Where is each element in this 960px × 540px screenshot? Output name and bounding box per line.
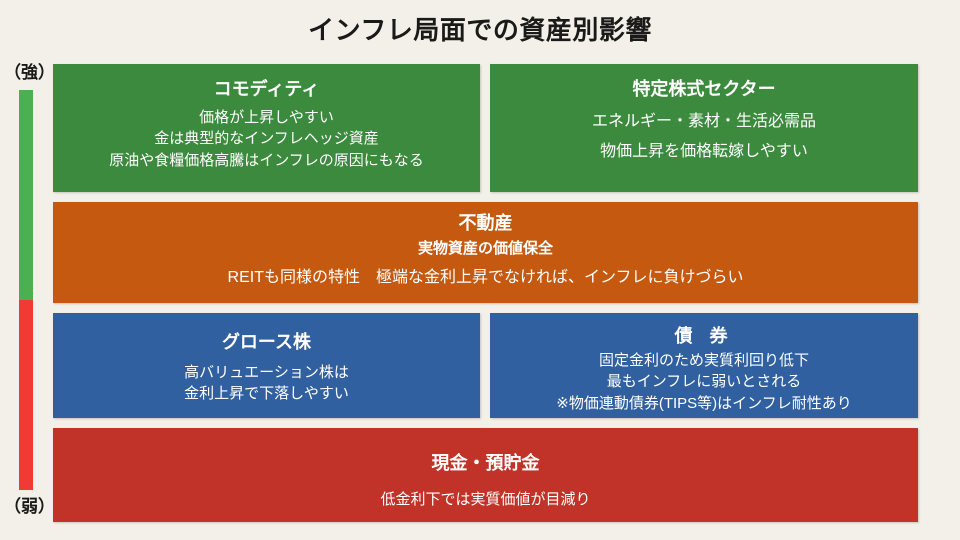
asset-card-bonds[interactable]: 債 券 固定金利のため実質利回り低下 最もインフレに弱いとされる ※物価連動債券… xyxy=(490,313,918,418)
gauge-bar xyxy=(19,90,33,490)
asset-card-line: REITも同様の特性 極端な金利上昇でなければ、インフレに負けづらい xyxy=(227,269,744,286)
asset-card-cash[interactable]: 現金・預貯金 低金利下では実質価値が目減り xyxy=(53,428,918,522)
asset-card-line: 最もインフレに弱いとされる xyxy=(606,373,802,391)
asset-card-body: 価格が上昇しやすい 金は典型的なインフレヘッジ資産 原油や食糧価格高騰はインフレ… xyxy=(63,107,470,172)
asset-card-real-estate[interactable]: 不動産 実物資産の価値保全 REITも同様の特性 極端な金利上昇でなければ、イン… xyxy=(53,202,918,303)
gauge-segment-weak xyxy=(19,300,33,490)
asset-card-subtitle: 実物資産の価値保全 xyxy=(417,239,553,257)
asset-card-body: エネルギー・素材・生活必需品 物価上昇を価格転嫁しやすい xyxy=(500,107,908,168)
page-title: インフレ局面での資産別影響 xyxy=(308,15,652,45)
asset-card-title: 不動産 xyxy=(458,213,513,233)
gauge-segment-strong xyxy=(19,90,33,300)
asset-card-equity-sector[interactable]: 特定株式セクター エネルギー・素材・生活必需品 物価上昇を価格転嫁しやすい xyxy=(490,64,918,192)
asset-card-line: 原油や食糧価格高騰はインフレの原因にもなる xyxy=(109,152,424,169)
asset-card-body: 低金利下では実質価値が目減り xyxy=(63,489,908,511)
asset-card-line: 高バリュエーション株は xyxy=(184,363,349,381)
asset-card-title: 債 券 xyxy=(674,326,734,346)
gauge-label-weak: （弱） xyxy=(4,497,55,516)
asset-card-line: 固定金利のため実質利回り低下 xyxy=(598,351,809,369)
asset-card-line: 金利上昇で下落しやすい xyxy=(184,385,349,403)
asset-card-line: 価格が上昇しやすい xyxy=(199,108,334,126)
asset-card-body: 高バリュエーション株は 金利上昇で下落しやすい xyxy=(63,362,470,406)
asset-card-commodity[interactable]: コモディティ 価格が上昇しやすい 金は典型的なインフレヘッジ資産 原油や食糧価格… xyxy=(53,64,480,192)
asset-card-line: 金は典型的なインフレヘッジ資産 xyxy=(154,130,379,148)
asset-card-growth-stocks[interactable]: グロース株 高バリュエーション株は 金利上昇で下落しやすい xyxy=(53,313,480,418)
asset-card-body: REITも同様の特性 極端な金利上昇でなければ、インフレに負けづらい xyxy=(63,266,908,289)
asset-card-line: エネルギー・素材・生活必需品 xyxy=(591,112,816,130)
asset-card-line: ※物価連動債券(TIPS等)はインフレ耐性あり xyxy=(556,395,852,412)
asset-card-line: 低金利下では実質価値が目減り xyxy=(380,490,591,508)
asset-card-title: グロース株 xyxy=(221,332,312,352)
asset-card-body: 固定金利のため実質利回り低下 最もインフレに弱いとされる ※物価連動債券(TIP… xyxy=(500,350,908,415)
asset-card-title: 特定株式セクター xyxy=(632,79,776,99)
asset-card-title: コモディティ xyxy=(213,79,320,99)
asset-card-title: 現金・預貯金 xyxy=(431,453,540,473)
asset-card-line: 物価上昇を価格転嫁しやすい xyxy=(600,142,808,160)
gauge-label-strong: （強） xyxy=(4,63,55,82)
